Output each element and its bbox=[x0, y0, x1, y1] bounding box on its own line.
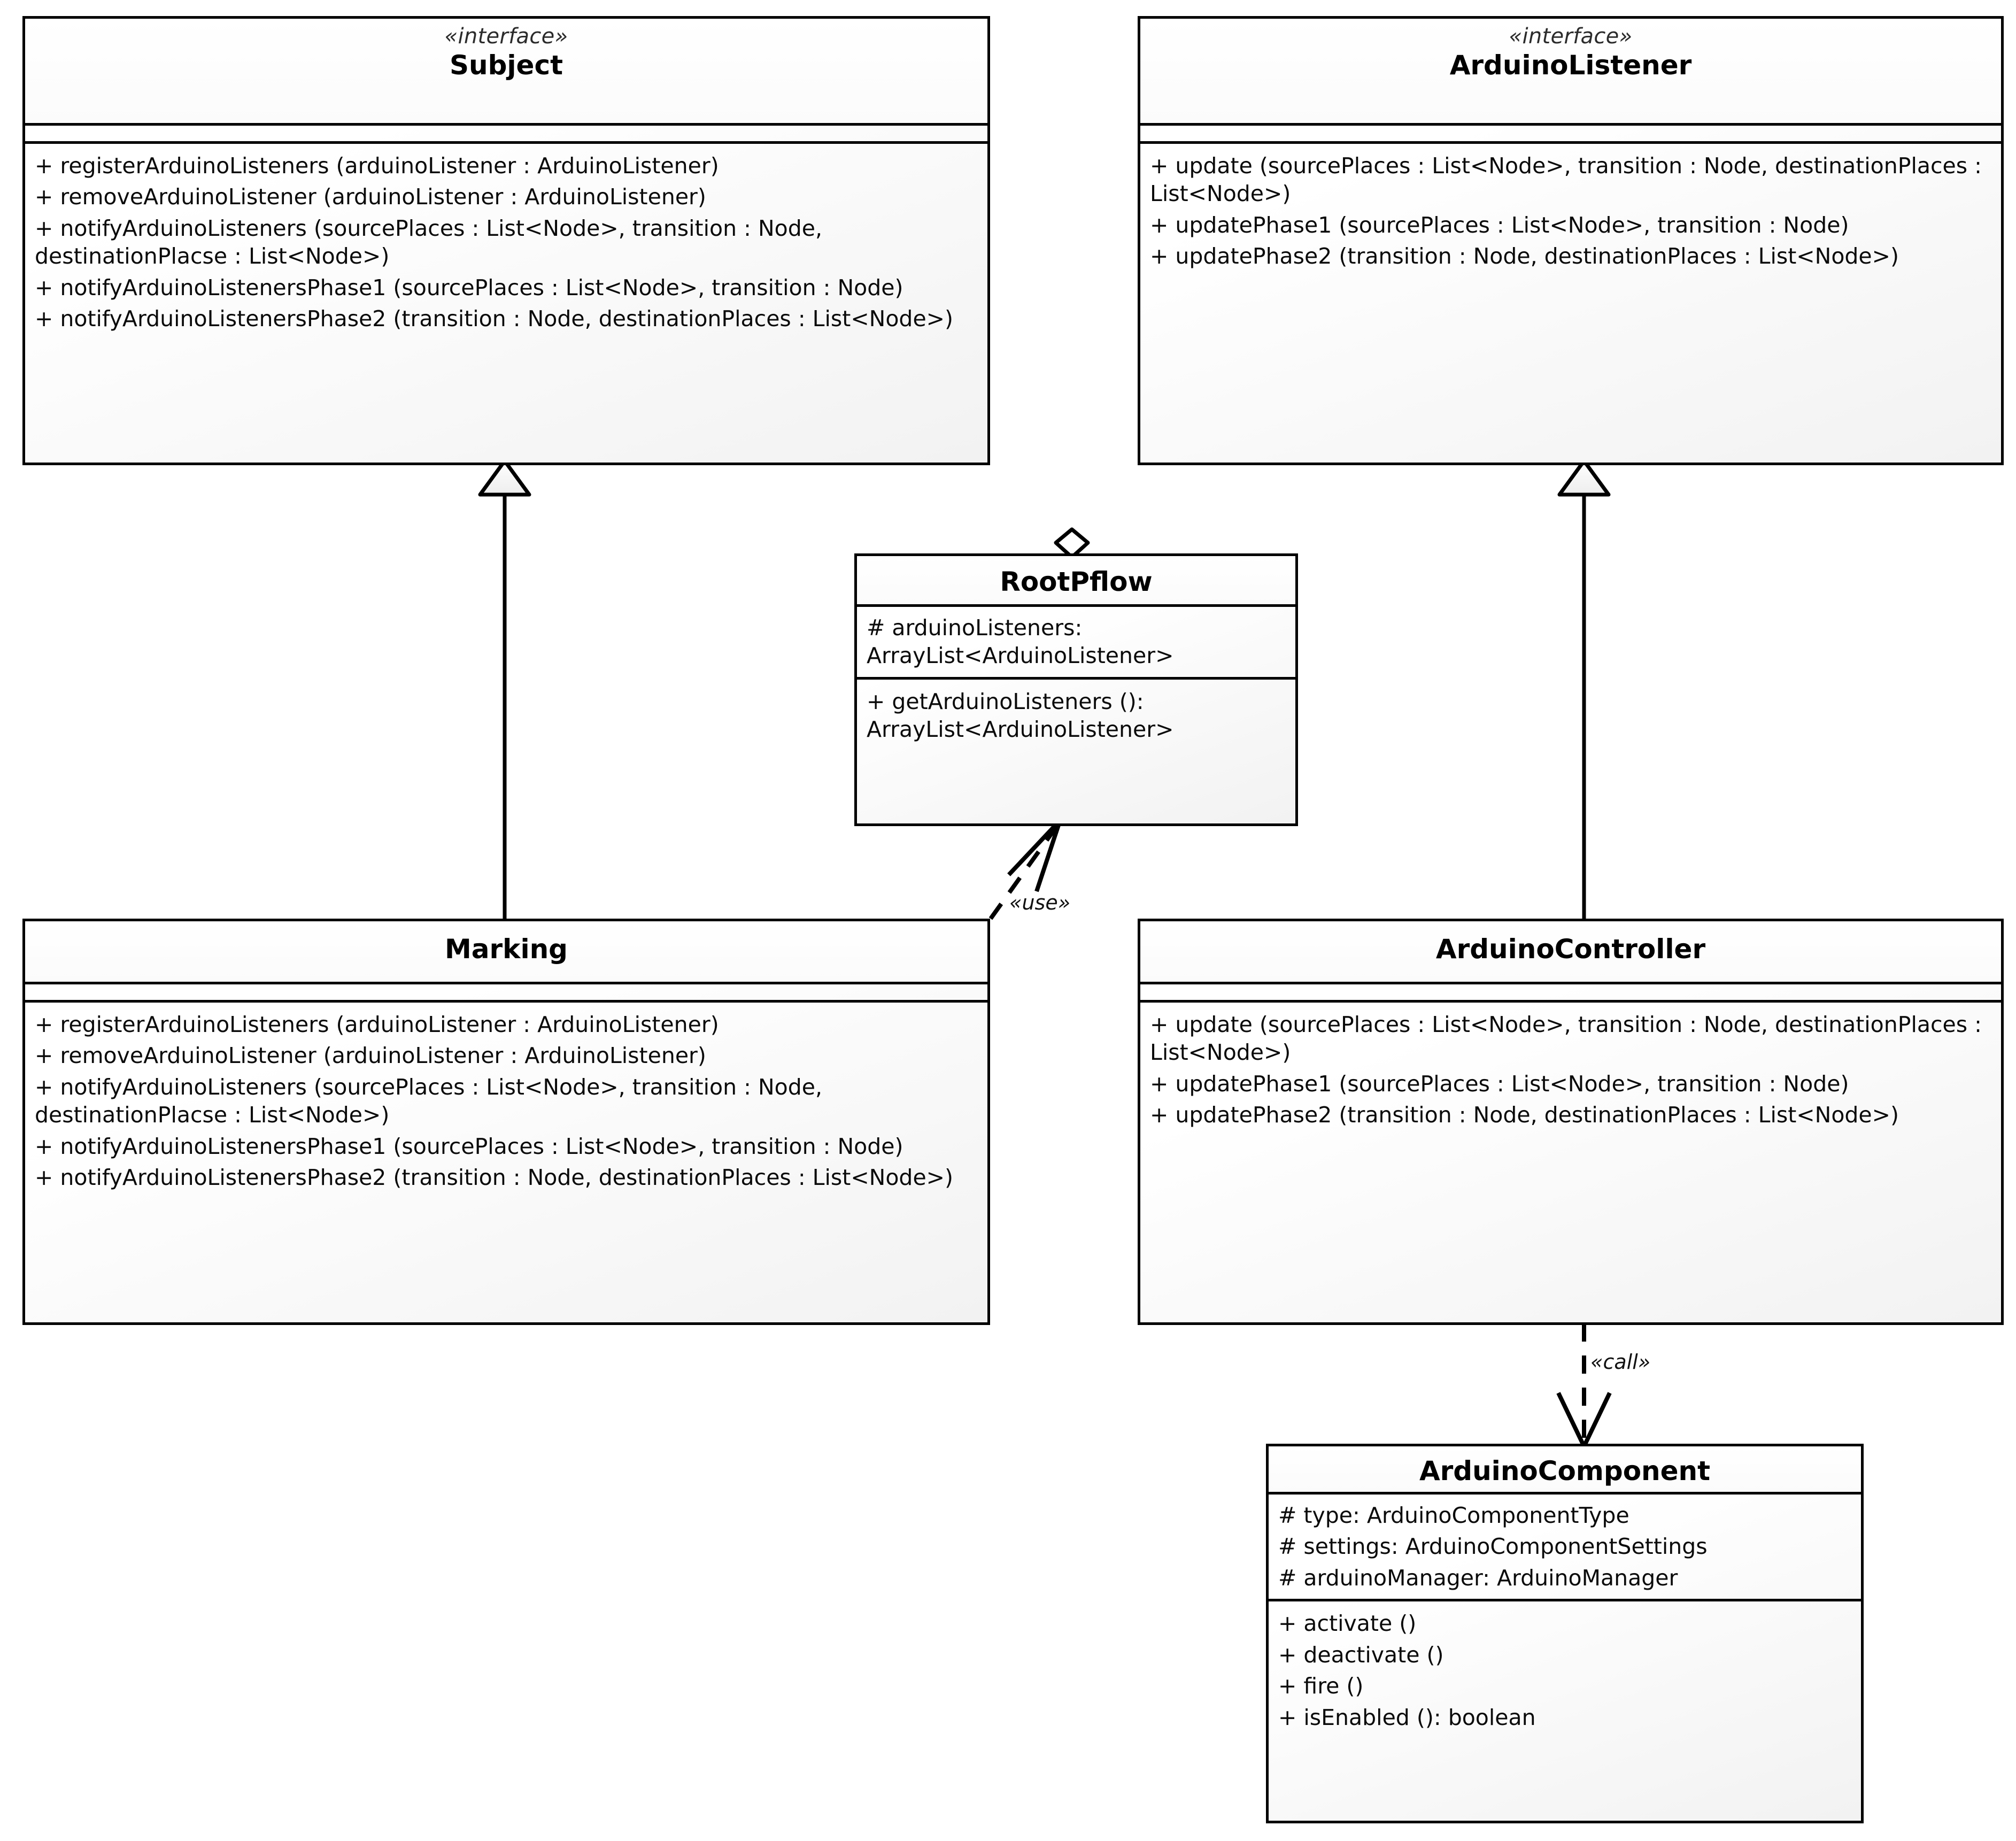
operation-item: + notifyArduinoListenersPhase1 (sourcePl… bbox=[35, 274, 903, 301]
attributes-compartment-arduino-component: # type: ArduinoComponentType # settings:… bbox=[1269, 1495, 1861, 1602]
operation-item: + notifyArduinoListenersPhase1 (sourcePl… bbox=[35, 1133, 903, 1159]
operation-item: + activate () bbox=[1278, 1611, 1417, 1637]
attributes-compartment-arduino-controller bbox=[1140, 984, 2001, 1003]
class-header-marking: Marking bbox=[25, 921, 987, 984]
class-header-root-pflow: RootPflow bbox=[857, 556, 1295, 607]
operations-compartment-marking: + registerArduinoListeners (arduinoListe… bbox=[25, 1003, 987, 1200]
class-name-subject: Subject bbox=[450, 50, 563, 81]
class-name-marking: Marking bbox=[445, 934, 568, 965]
generalization-controller-to-listener bbox=[1557, 459, 1611, 920]
class-box-arduino-controller[interactable]: ArduinoController + update (sourcePlaces… bbox=[1138, 919, 2004, 1325]
relationship-label-use: «use» bbox=[1009, 891, 1071, 914]
attributes-compartment-root-pflow: # arduinoListeners: ArrayList<ArduinoLis… bbox=[857, 607, 1295, 680]
operation-item: + updatePhase1 (sourcePlaces : List<Node… bbox=[1150, 1070, 1849, 1097]
operation-item: + registerArduinoListeners (arduinoListe… bbox=[35, 153, 719, 179]
operation-item: + updatePhase1 (sourcePlaces : List<Node… bbox=[1150, 212, 1849, 238]
operation-item: + update (sourcePlaces : List<Node>, tra… bbox=[1150, 153, 1989, 207]
operations-compartment-subject: + registerArduinoListeners (arduinoListe… bbox=[25, 144, 987, 341]
class-header-arduino-controller: ArduinoController bbox=[1140, 921, 2001, 984]
operation-item: + update (sourcePlaces : List<Node>, tra… bbox=[1150, 1012, 1989, 1066]
attribute-item: # settings: ArduinoComponentSettings bbox=[1278, 1534, 1708, 1560]
class-box-root-pflow[interactable]: RootPflow # arduinoListeners: ArrayList<… bbox=[854, 553, 1298, 826]
operation-item: + updatePhase2 (transition : Node, desti… bbox=[1150, 243, 1899, 269]
class-header-subject: «interface» Subject bbox=[25, 19, 987, 126]
attributes-compartment-subject bbox=[25, 126, 987, 144]
class-name-arduino-component: ArduinoComponent bbox=[1419, 1455, 1711, 1486]
attribute-item: # type: ArduinoComponentType bbox=[1278, 1503, 1629, 1528]
class-box-subject[interactable]: «interface» Subject + registerArduinoLis… bbox=[22, 16, 990, 465]
operation-item: + registerArduinoListeners (arduinoListe… bbox=[35, 1012, 719, 1037]
attributes-compartment-marking bbox=[25, 984, 987, 1003]
operation-item: + notifyArduinoListeners (sourcePlaces :… bbox=[35, 215, 830, 269]
operations-compartment-arduino-controller: + update (sourcePlaces : List<Node>, tra… bbox=[1140, 1003, 2001, 1137]
operations-compartment-arduino-component: + activate () + deactivate () + fire () … bbox=[1269, 1601, 1861, 1739]
stereotype-label-arduino-listener: «interface» bbox=[1509, 24, 1633, 49]
class-header-arduino-listener: «interface» ArduinoListener bbox=[1140, 19, 2001, 126]
relationship-label-call: «call» bbox=[1590, 1350, 1651, 1374]
operation-item: + removeArduinoListener (arduinoListener… bbox=[35, 1043, 706, 1069]
operation-item: + deactivate () bbox=[1278, 1642, 1444, 1668]
operation-item: + updatePhase2 (transition : Node, desti… bbox=[1150, 1102, 1899, 1128]
dependency-call-controller-to-component bbox=[1556, 1323, 1612, 1452]
attribute-item: # arduinoManager: ArduinoManager bbox=[1278, 1565, 1678, 1591]
class-box-arduino-listener[interactable]: «interface» ArduinoListener + update (so… bbox=[1138, 16, 2004, 465]
class-box-arduino-component[interactable]: ArduinoComponent # type: ArduinoComponen… bbox=[1266, 1444, 1864, 1823]
generalization-marking-to-subject bbox=[478, 459, 531, 920]
operation-item: + isEnabled (): boolean bbox=[1278, 1704, 1536, 1730]
class-box-marking[interactable]: Marking + registerArduinoListeners (ardu… bbox=[22, 919, 990, 1325]
operation-item: + getArduinoListeners (): ArrayList<Ardu… bbox=[867, 688, 1174, 743]
operation-item: + fire () bbox=[1278, 1673, 1364, 1699]
operation-item: + notifyArduinoListenersPhase2 (transiti… bbox=[35, 1165, 954, 1191]
operation-item: + removeArduinoListener (arduinoListener… bbox=[35, 184, 706, 210]
class-header-arduino-component: ArduinoComponent bbox=[1269, 1446, 1861, 1495]
operations-compartment-arduino-listener: + update (sourcePlaces : List<Node>, tra… bbox=[1140, 144, 2001, 279]
class-name-arduino-listener: ArduinoListener bbox=[1449, 50, 1692, 81]
operation-item: + notifyArduinoListeners (sourcePlaces :… bbox=[35, 1074, 830, 1128]
operation-item: + notifyArduinoListenersPhase2 (transiti… bbox=[35, 306, 954, 332]
class-name-root-pflow: RootPflow bbox=[1000, 566, 1153, 597]
class-name-arduino-controller: ArduinoController bbox=[1435, 934, 1706, 965]
operations-compartment-root-pflow: + getArduinoListeners (): ArrayList<Ardu… bbox=[857, 680, 1295, 752]
attribute-item: # arduinoListeners: ArrayList<ArduinoLis… bbox=[867, 615, 1174, 669]
stereotype-label-subject: «interface» bbox=[444, 24, 568, 49]
attributes-compartment-arduino-listener bbox=[1140, 126, 2001, 144]
